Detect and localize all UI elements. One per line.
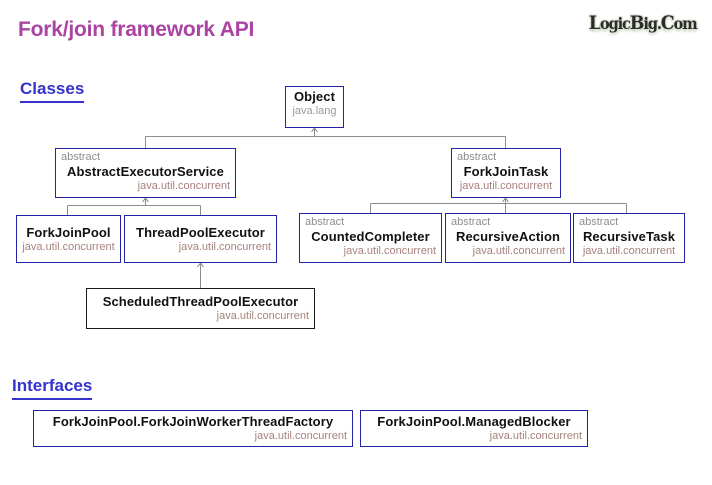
arrowhead-threadpoolexecutor bbox=[197, 262, 204, 268]
class-name-object: Object bbox=[293, 89, 336, 104]
logo-text-ig: ig bbox=[643, 14, 658, 33]
class-box-fork-join-pool[interactable]: ForkJoinPool java.util.concurrent bbox=[16, 215, 121, 263]
class-name-recursive-action: RecursiveAction bbox=[455, 229, 561, 244]
class-box-recursive-task[interactable]: abstract RecursiveTask java.util.concurr… bbox=[573, 213, 685, 263]
class-box-abstract-executor-service[interactable]: abstract AbstractExecutorService java.ut… bbox=[55, 148, 236, 198]
class-package-object: java.lang bbox=[292, 105, 337, 117]
logo-text-om: om bbox=[673, 14, 697, 33]
section-heading-interfaces: Interfaces bbox=[12, 376, 93, 400]
class-box-recursive-action[interactable]: abstract RecursiveAction java.util.concu… bbox=[445, 213, 571, 263]
class-package-fork-join-task: java.util.concurrent bbox=[459, 180, 553, 192]
class-name-abstract-executor-service: AbstractExecutorService bbox=[67, 164, 224, 179]
class-box-object[interactable]: Object java.lang bbox=[285, 86, 344, 128]
class-package-abstract-executor-service: java.util.concurrent bbox=[137, 180, 230, 192]
interface-name-managed-blocker: ForkJoinPool.ManagedBlocker bbox=[377, 414, 571, 429]
arrowhead-abstractexecutorservice bbox=[142, 197, 149, 203]
class-stereotype-recursive-task: abstract bbox=[579, 216, 619, 228]
class-name-recursive-task: RecursiveTask bbox=[582, 229, 676, 244]
class-box-fork-join-task[interactable]: abstract ForkJoinTask java.util.concurre… bbox=[451, 148, 561, 198]
class-name-fork-join-task: ForkJoinTask bbox=[463, 164, 549, 179]
class-box-scheduled-thread-pool-executor[interactable]: ScheduledThreadPoolExecutor java.util.co… bbox=[86, 288, 315, 329]
interface-box-managed-blocker[interactable]: ForkJoinPool.ManagedBlocker java.util.co… bbox=[360, 410, 588, 447]
class-package-thread-pool-executor: java.util.concurrent bbox=[178, 241, 271, 253]
page-title: Fork/join framework API bbox=[18, 18, 255, 41]
logo-letter-b: B bbox=[629, 12, 645, 34]
interface-box-fork-join-worker-thread-factory[interactable]: ForkJoinPool.ForkJoinWorkerThreadFactory… bbox=[33, 410, 353, 447]
class-package-recursive-task: java.util.concurrent bbox=[582, 245, 676, 257]
logo-letter-c: C bbox=[660, 12, 675, 34]
class-name-scheduled-thread-pool-executor: ScheduledThreadPoolExecutor bbox=[102, 294, 299, 309]
class-package-fork-join-pool: java.util.concurrent bbox=[22, 241, 115, 253]
class-box-counted-completer[interactable]: abstract CountedCompleter java.util.conc… bbox=[299, 213, 442, 263]
class-package-counted-completer: java.util.concurrent bbox=[343, 245, 436, 257]
class-package-scheduled-thread-pool-executor: java.util.concurrent bbox=[216, 310, 309, 322]
interface-package-managed-blocker: java.util.concurrent bbox=[489, 430, 582, 442]
arrowhead-forkjointask bbox=[502, 197, 509, 203]
class-stereotype-abstract-executor-service: abstract bbox=[61, 151, 101, 163]
interface-name-fork-join-worker-thread-factory: ForkJoinPool.ForkJoinWorkerThreadFactory bbox=[52, 414, 334, 429]
logo-text-ogic: ogic bbox=[599, 14, 631, 33]
class-name-thread-pool-executor: ThreadPoolExecutor bbox=[136, 225, 265, 240]
interface-package-fork-join-worker-thread-factory: java.util.concurrent bbox=[254, 430, 347, 442]
class-stereotype-fork-join-task: abstract bbox=[457, 151, 497, 163]
class-name-counted-completer: CountedCompleter bbox=[311, 229, 430, 244]
class-stereotype-counted-completer: abstract bbox=[305, 216, 345, 228]
class-name-fork-join-pool: ForkJoinPool bbox=[26, 225, 111, 240]
arrowhead-object bbox=[311, 127, 318, 133]
class-box-thread-pool-executor[interactable]: ThreadPoolExecutor java.util.concurrent bbox=[124, 215, 277, 263]
logo-letter-l: L bbox=[588, 12, 601, 34]
class-package-recursive-action: java.util.concurrent bbox=[472, 245, 565, 257]
logo-dot: . bbox=[656, 14, 662, 33]
logicbig-logo: LogicBig.Com bbox=[584, 12, 701, 36]
section-heading-classes: Classes bbox=[20, 79, 85, 103]
class-stereotype-recursive-action: abstract bbox=[451, 216, 491, 228]
